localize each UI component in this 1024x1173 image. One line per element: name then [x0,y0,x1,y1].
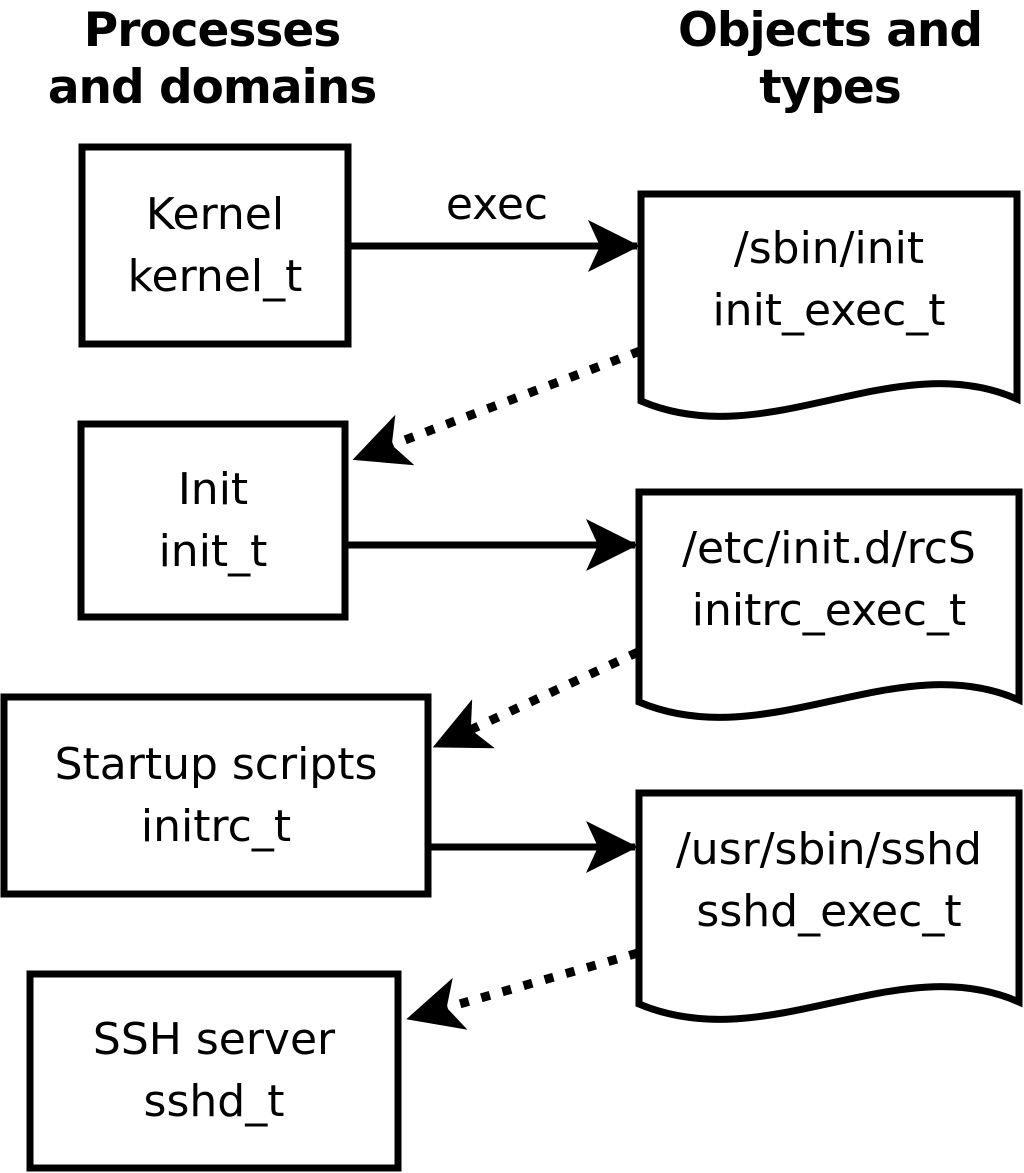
object-doc-shape-usr-sbin-sshd [635,789,1023,1023]
heading-line: Objects and [677,3,983,58]
process-domain: init_t [158,525,268,577]
object-path: /sbin/init [733,223,925,274]
process-box-init: Init init_t [81,424,345,617]
object-path: /usr/sbin/sshd [675,824,982,875]
process-box-ssh-server: SSH server sshd_t [30,974,398,1168]
process-box-shape-startup-scripts [0,693,432,898]
object-type: initrc_exec_t [691,585,967,636]
process-box-shape-ssh-server [26,970,402,1172]
object-doc-etc-initd-rcs: /etc/init.d/rcS initrc_exec_t [639,492,1019,668]
heading-line: and domains [47,60,377,115]
process-name: Startup scripts [54,738,378,790]
object-doc-shape-sbin-init [637,190,1021,420]
process-box-startup-scripts: Startup scripts initrc_t [4,697,428,894]
process-domain: sshd_t [143,1076,285,1127]
object-doc-sbin-init: /sbin/init init_exec_t [641,194,1017,366]
column-heading-processes: Processes and domains [37,3,387,115]
dotted-arrow-sshd-exec-to-sshd [406,948,640,1030]
heading-line: types [759,60,902,115]
process-box-kernel: Kernel kernel_t [82,147,348,344]
process-domain: initrc_t [140,800,292,852]
edge-label-exec: exec [445,179,549,230]
process-box-shape-init [77,420,349,621]
process-domain: kernel_t [127,250,303,302]
column-heading-objects: Objects and types [645,3,1015,115]
dotted-arrow-rcs-to-startup [432,647,640,749]
object-type: sshd_exec_t [696,886,962,937]
object-doc-shape-etc-initd-rcs [635,488,1023,721]
object-doc-usr-sbin-sshd: /usr/sbin/sshd sshd_exec_t [639,793,1019,969]
heading-line: Processes [83,3,341,58]
process-name: SSH server [92,1014,336,1065]
process-box-shape-kernel [78,143,352,348]
object-path: /etc/init.d/rcS [682,523,976,574]
object-type: init_exec_t [712,285,946,336]
process-name: Kernel [145,188,285,240]
dotted-arrow-sbin-init-to-init [352,346,642,466]
process-name: Init [177,463,249,515]
